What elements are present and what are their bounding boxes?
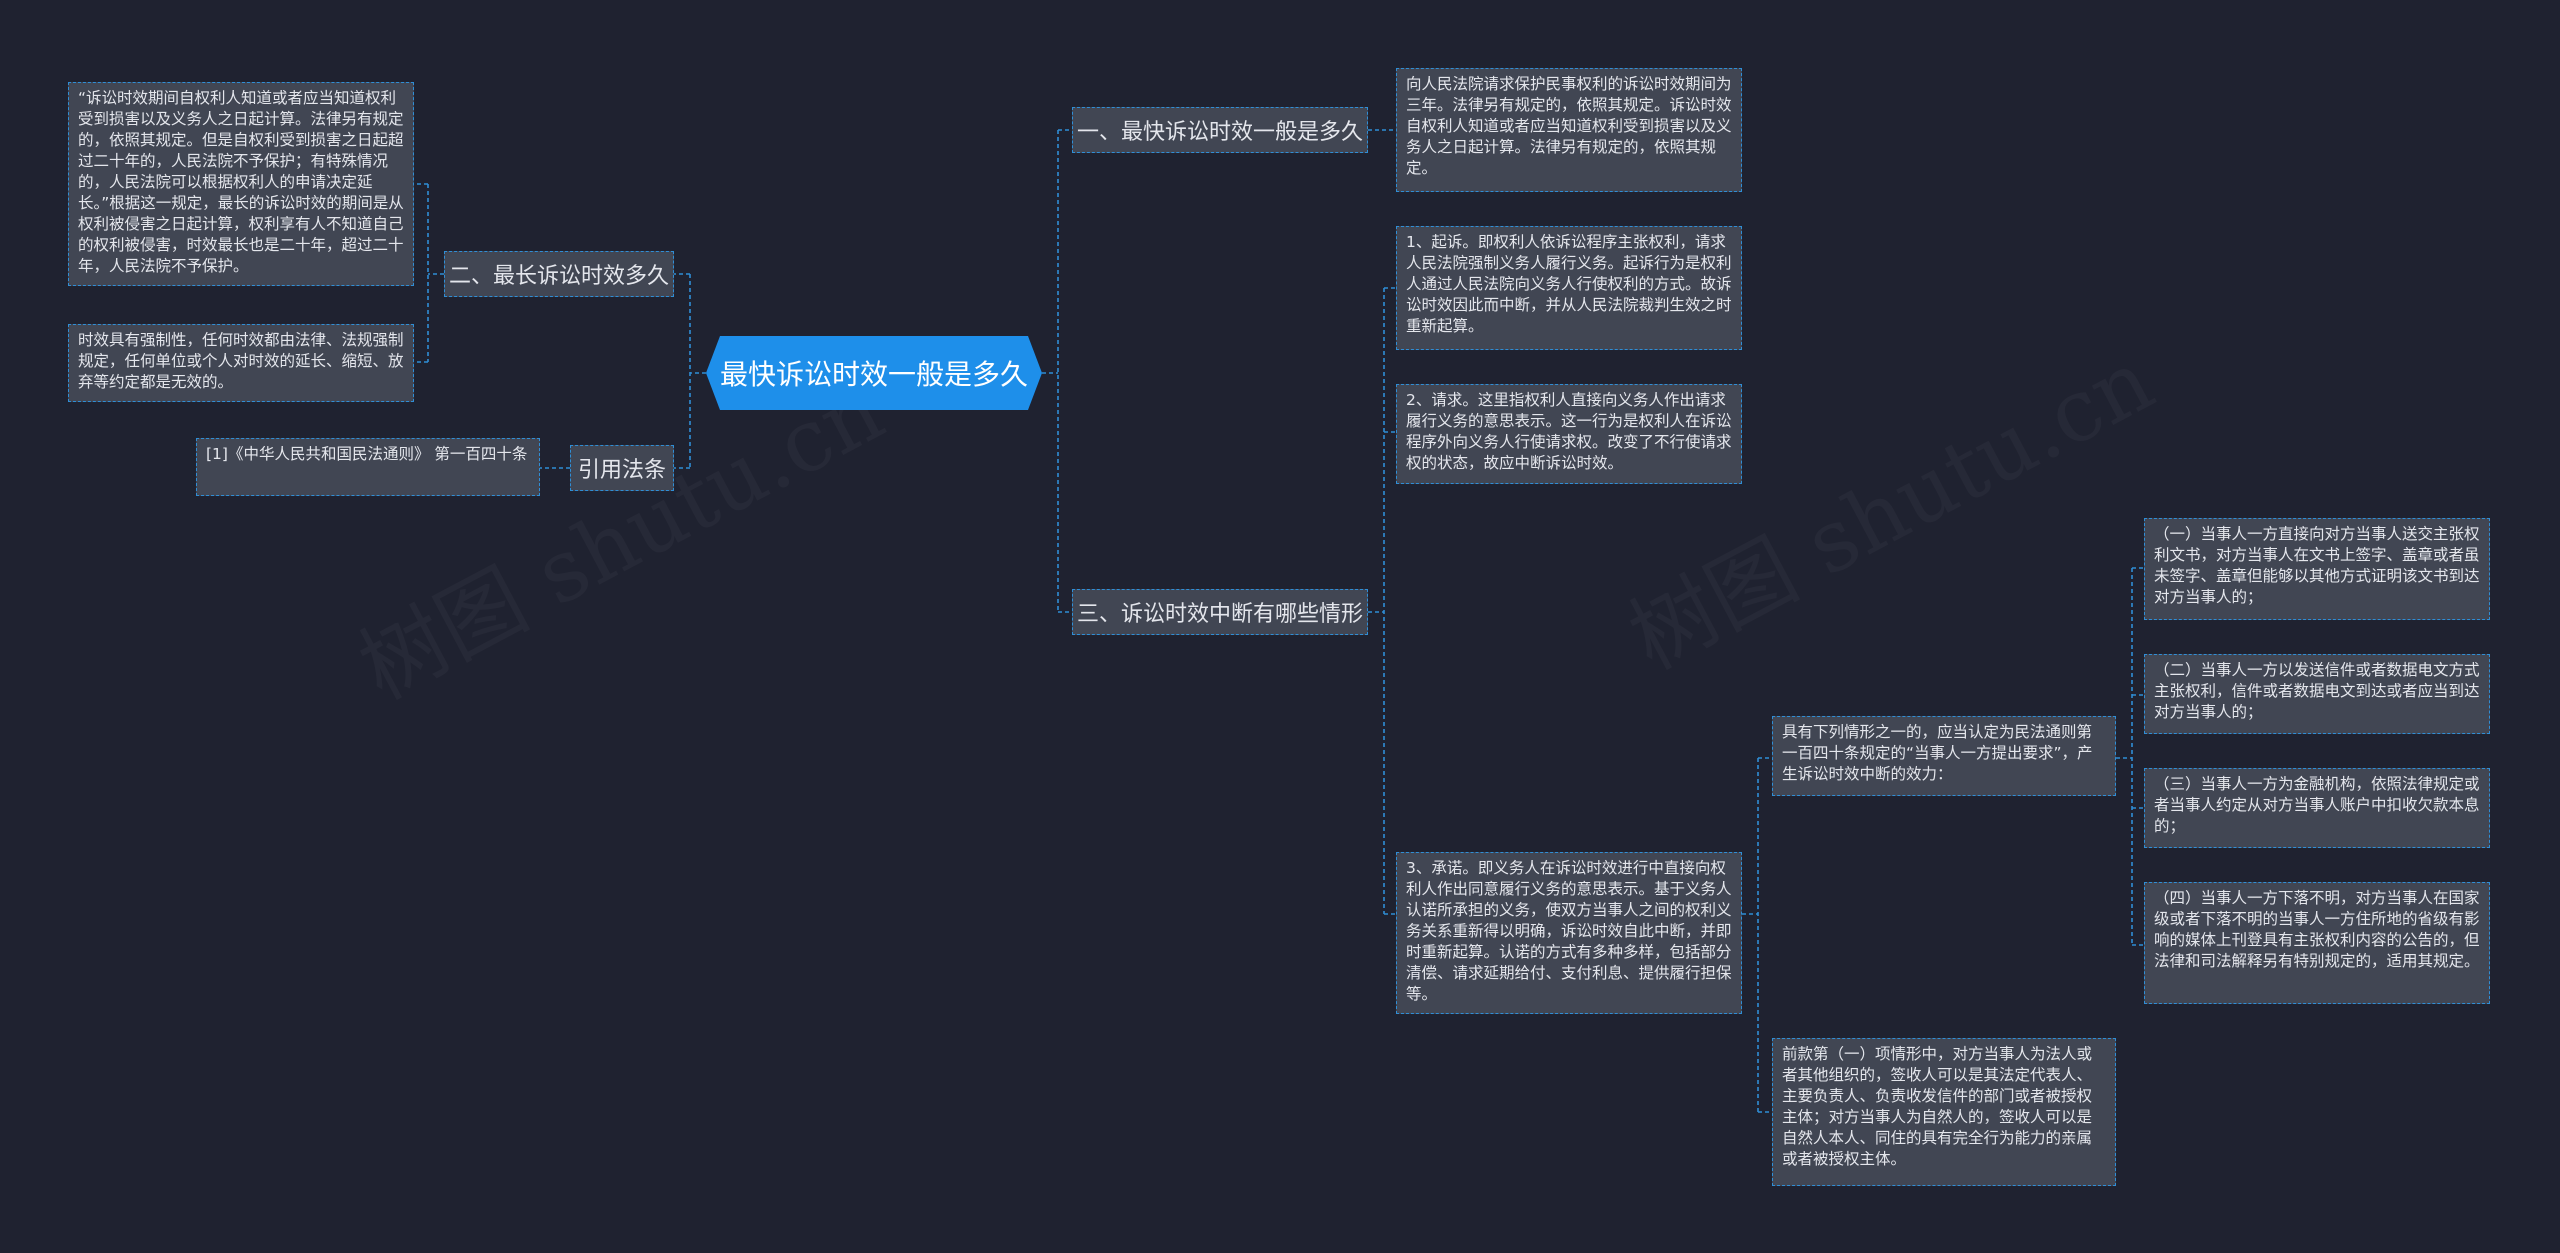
leaf-case-missing-party[interactable]: （四）当事人一方下落不明，对方当事人在国家级或者下落不明的当事人一方住所地的省级… xyxy=(2144,882,2490,1004)
leaf-signee-rules[interactable]: 前款第（一）项情形中，对方当事人为法人或者其他组织的，签收人可以是其法定代表人、… xyxy=(1772,1038,2116,1186)
leaf-lawsuit[interactable]: 1、起诉。即权利人依诉讼程序主张权利，请求人民法院强制义务人履行义务。起诉行为是… xyxy=(1396,226,1742,350)
leaf-twenty-year-limit[interactable]: “诉讼时效期间自权利人知道或者应当知道权利受到损害以及义务人之日起计算。法律另有… xyxy=(68,82,414,286)
leaf-case-financial-institution[interactable]: （三）当事人一方为金融机构，依照法律规定或者当事人约定从对方当事人账户中扣收欠款… xyxy=(2144,768,2490,848)
root-node[interactable]: 最快诉讼时效一般是多久 xyxy=(706,336,1042,410)
branch-longest-limitation[interactable]: 二、最长诉讼时效多久 xyxy=(444,251,674,297)
leaf-request[interactable]: 2、请求。这里指权利人直接向义务人作出请求履行义务的意思表示。这一行为是权利人在… xyxy=(1396,384,1742,484)
leaf-limitation-mandatory[interactable]: 时效具有强制性，任何时效都由法律、法规强制规定，任何单位或个人对时效的延长、缩短… xyxy=(68,324,414,402)
leaf-case-deliver-document[interactable]: （一）当事人一方直接向对方当事人送交主张权利文书，对方当事人在文书上签字、盖章或… xyxy=(2144,518,2490,620)
leaf-limitation-period-three-years[interactable]: 向人民法院请求保护民事权利的诉讼时效期间为三年。法律另有规定的，依照其规定。诉讼… xyxy=(1396,68,1742,192)
leaf-promise[interactable]: 3、承诺。即义务人在诉讼时效进行中直接向权利人作出同意履行义务的意思表示。基于义… xyxy=(1396,852,1742,1014)
branch-cited-statutes[interactable]: 引用法条 xyxy=(570,445,674,491)
leaf-statute-citation[interactable]: [1]《中华人民共和国民法通则》 第一百四十条 xyxy=(196,438,540,496)
leaf-party-request-cases[interactable]: 具有下列情形之一的，应当认定为民法通则第一百四十条规定的“当事人一方提出要求”，… xyxy=(1772,716,2116,796)
branch-interruption-cases[interactable]: 三、诉讼时效中断有哪些情形 xyxy=(1072,589,1368,635)
leaf-case-letter-or-data[interactable]: （二）当事人一方以发送信件或者数据电文方式主张权利，信件或者数据电文到达或者应当… xyxy=(2144,654,2490,734)
branch-shortest-limitation[interactable]: 一、最快诉讼时效一般是多久 xyxy=(1072,107,1368,153)
